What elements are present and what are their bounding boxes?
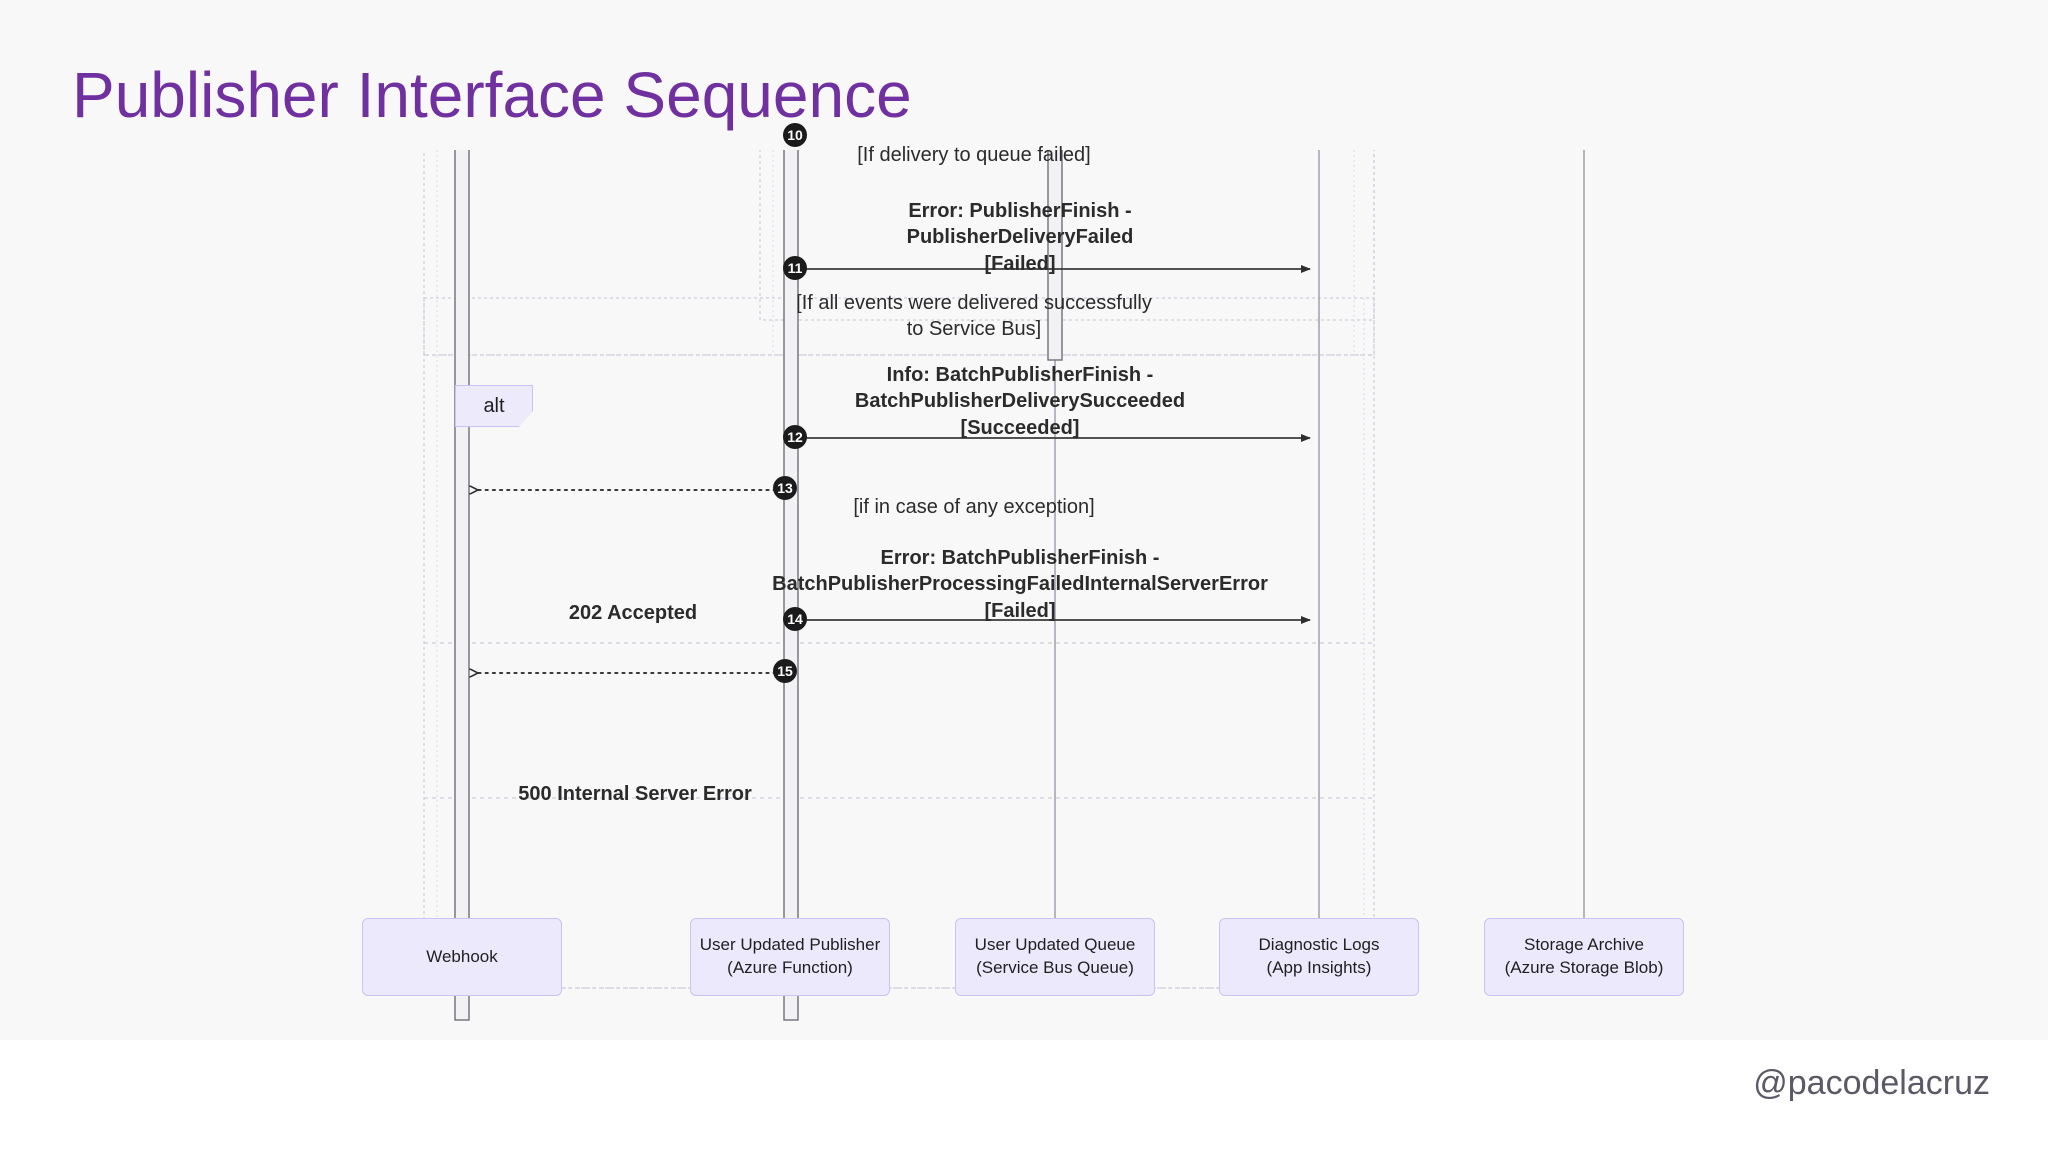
fragment-label-alt: alt [455,385,533,427]
message-label-14: Error: BatchPublisherFinish - BatchPubli… [772,547,1268,622]
message-marker-10[interactable]: 10 [783,123,807,147]
participant-queue[interactable]: User Updated Queue (Service Bus Queue) [955,918,1155,996]
message-label-15: 500 Internal Server Error [518,783,752,805]
return-arrows [478,490,784,673]
activation-bars [454,150,1063,1021]
sequence-diagram: [If delivery to queue failed] [If all ev… [0,123,2048,1040]
author-handle: @pacodelacruz [1753,1064,1990,1102]
message-arrows [798,265,1311,624]
message-label-10: Error: PublisherFinish - PublisherDelive… [906,200,1134,275]
message-marker-14[interactable]: 14 [783,607,807,631]
slide-canvas: Publisher Interface Sequence [0,59,2048,1040]
message-marker-13[interactable]: 13 [773,476,797,500]
message-marker-15[interactable]: 15 [773,659,797,683]
participant-archive-line2: (Azure Storage Blob) [1504,958,1664,977]
message-label-12: Info: BatchPublisherFinish - BatchPublis… [854,364,1186,439]
participant-logs[interactable]: Diagnostic Logs (App Insights) [1219,918,1419,996]
participant-webhook-line1: Webhook [426,946,498,966]
condition-label-1: [If delivery to queue failed] [857,144,1091,166]
fragment-separators [424,354,1374,989]
message-label-13: 202 Accepted [568,602,698,624]
participant-publisher[interactable]: User Updated Publisher (Azure Function) [690,918,890,996]
participant-queue-line1: User Updated Queue [974,935,1136,955]
participant-publisher-line2: (Azure Function) [727,958,853,977]
participant-publisher-line1: User Updated Publisher [699,935,881,955]
participant-archive-line1: Storage Archive [1523,935,1644,955]
participant-archive[interactable]: Storage Archive (Azure Storage Blob) [1484,918,1684,996]
message-marker-12[interactable]: 12 [783,425,807,449]
page-title: Publisher Interface Sequence [72,59,912,131]
participant-logs-line2: (App Insights) [1266,958,1372,977]
participant-webhook[interactable]: Webhook [362,918,562,996]
condition-label-2: [If all events were delivered successful… [796,292,1152,341]
participant-queue-line2: (Service Bus Queue) [976,958,1134,977]
slide-footer: @pacodelacruz [0,1040,2048,1152]
message-marker-11[interactable]: 11 [783,256,807,280]
condition-label-3: [if in case of any exception] [853,496,1095,518]
participant-logs-line1: Diagnostic Logs [1258,935,1380,955]
